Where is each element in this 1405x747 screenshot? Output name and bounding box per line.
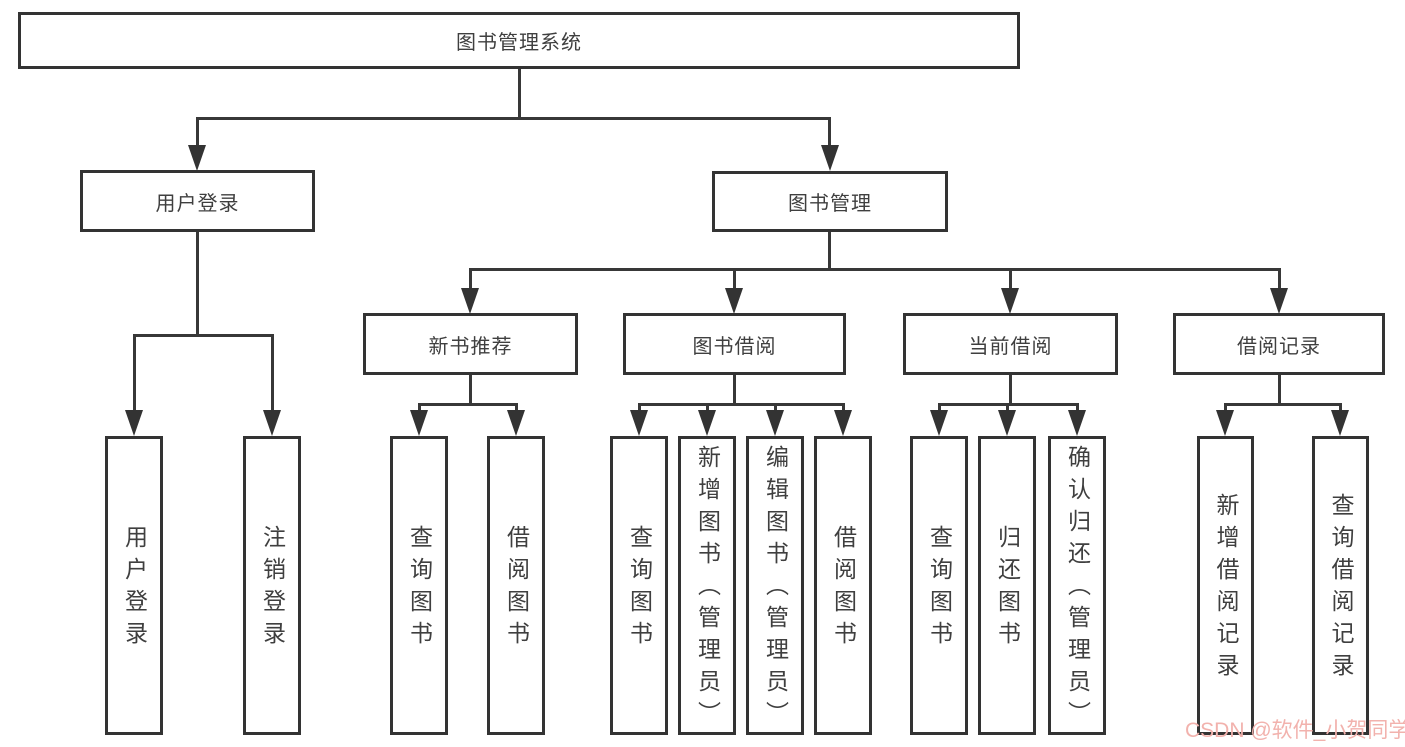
arrow-down-icon <box>725 288 743 314</box>
arrow-down-icon <box>698 410 716 436</box>
connector-line <box>1076 403 1079 412</box>
connector-line <box>518 69 521 118</box>
arrow-down-icon <box>630 410 648 436</box>
connector-line <box>1009 375 1012 405</box>
node-current-borrow-label: 当前借阅 <box>968 335 1053 358</box>
arrow-down-icon <box>766 410 784 436</box>
leaf-query-books-borrow: 查询图书 <box>610 436 668 735</box>
connector-line <box>1224 403 1342 406</box>
arrow-down-icon <box>1270 288 1288 314</box>
connector-line <box>469 375 472 405</box>
connector-line <box>1278 268 1281 290</box>
node-current-borrow: 当前借阅 <box>903 313 1118 375</box>
node-borrow-records: 借阅记录 <box>1173 313 1385 375</box>
connector-line <box>271 334 274 412</box>
leaf-confirm-return-admin: 确认归还（管理员） <box>1048 436 1106 735</box>
node-root: 图书管理系统 <box>18 12 1020 69</box>
connector-line <box>133 334 136 412</box>
leaf-return-books-label: 归还图书 <box>994 524 1021 653</box>
connector-line <box>196 117 831 120</box>
connector-line <box>418 403 518 406</box>
connector-line <box>196 117 199 147</box>
leaf-borrow-books-borrow-label: 借阅图书 <box>830 524 857 653</box>
arrow-down-icon <box>263 410 281 436</box>
leaf-query-books-current: 查询图书 <box>910 436 968 735</box>
arrow-down-icon <box>125 410 143 436</box>
connector-line <box>418 403 421 412</box>
csdn-watermark: CSDN @软件_小贺同学 <box>1185 719 1405 742</box>
connector-line <box>774 403 777 412</box>
arrow-down-icon <box>821 145 839 171</box>
leaf-query-books-newbooks: 查询图书 <box>390 436 448 735</box>
leaf-borrow-books-borrow: 借阅图书 <box>814 436 872 735</box>
leaf-borrow-books-newbooks: 借阅图书 <box>487 436 545 735</box>
connector-line <box>938 403 941 412</box>
leaf-user-login-label: 用户登录 <box>121 524 148 653</box>
leaf-add-borrow-record-label: 新增借阅记录 <box>1213 492 1239 685</box>
connector-line <box>1006 403 1009 412</box>
arrow-down-icon <box>188 145 206 171</box>
arrow-down-icon <box>834 410 852 436</box>
node-borrow-records-label: 借阅记录 <box>1237 335 1321 358</box>
connector-line <box>638 403 641 412</box>
leaf-user-login: 用户登录 <box>105 436 163 735</box>
connector-line <box>133 334 274 337</box>
leaf-query-books-newbooks-label: 查询图书 <box>406 524 433 653</box>
connector-line <box>1278 375 1281 405</box>
leaf-return-books: 归还图书 <box>978 436 1036 735</box>
connector-line <box>828 232 831 270</box>
leaf-borrow-books-newbooks-label: 借阅图书 <box>503 524 530 653</box>
arrow-down-icon <box>998 410 1016 436</box>
connector-line <box>842 403 845 412</box>
arrow-down-icon <box>930 410 948 436</box>
node-user-login-label: 用户登录 <box>155 192 240 215</box>
connector-line <box>706 403 709 412</box>
arrow-down-icon <box>1331 410 1349 436</box>
leaf-query-books-current-label: 查询图书 <box>926 524 953 653</box>
connector-line <box>1224 403 1227 412</box>
node-new-book-recommend-label: 新书推荐 <box>428 335 513 358</box>
arrow-down-icon <box>461 288 479 314</box>
leaf-edit-book-admin-label: 编辑图书（管理员） <box>762 445 789 733</box>
arrow-down-icon <box>1068 410 1086 436</box>
leaf-query-books-borrow-label: 查询图书 <box>626 524 653 653</box>
node-book-management-label: 图书管理 <box>788 193 872 215</box>
leaf-logout: 注销登录 <box>243 436 301 735</box>
connector-line <box>1339 403 1342 412</box>
leaf-logout-label: 注销登录 <box>259 524 286 653</box>
node-book-borrow-label: 图书借阅 <box>692 335 777 358</box>
node-root-label: 图书管理系统 <box>456 32 582 54</box>
arrow-down-icon <box>1216 410 1234 436</box>
connector-line <box>196 232 199 335</box>
leaf-edit-book-admin: 编辑图书（管理员） <box>746 436 804 735</box>
arrow-down-icon <box>1001 288 1019 314</box>
connector-line <box>733 375 736 405</box>
connector-line <box>828 117 831 147</box>
leaf-add-book-admin: 新增图书（管理员） <box>678 436 736 735</box>
node-user-login: 用户登录 <box>80 170 315 232</box>
leaf-add-borrow-record: 新增借阅记录 <box>1197 436 1254 735</box>
arrow-down-icon <box>507 410 525 436</box>
leaf-add-book-admin-label: 新增图书（管理员） <box>694 445 721 733</box>
connector-line <box>733 268 736 290</box>
node-new-book-recommend: 新书推荐 <box>363 313 578 375</box>
connector-line <box>638 403 845 406</box>
connector-line <box>469 268 472 290</box>
connector-line <box>515 403 518 412</box>
leaf-confirm-return-admin-label: 确认归还（管理员） <box>1064 445 1091 733</box>
leaf-query-borrow-record: 查询借阅记录 <box>1312 436 1369 735</box>
connector-line <box>469 268 1281 271</box>
node-book-borrow: 图书借阅 <box>623 313 846 375</box>
arrow-down-icon <box>410 410 428 436</box>
connector-line <box>1009 268 1012 290</box>
leaf-query-borrow-record-label: 查询借阅记录 <box>1328 492 1354 685</box>
node-book-management: 图书管理 <box>712 171 948 232</box>
